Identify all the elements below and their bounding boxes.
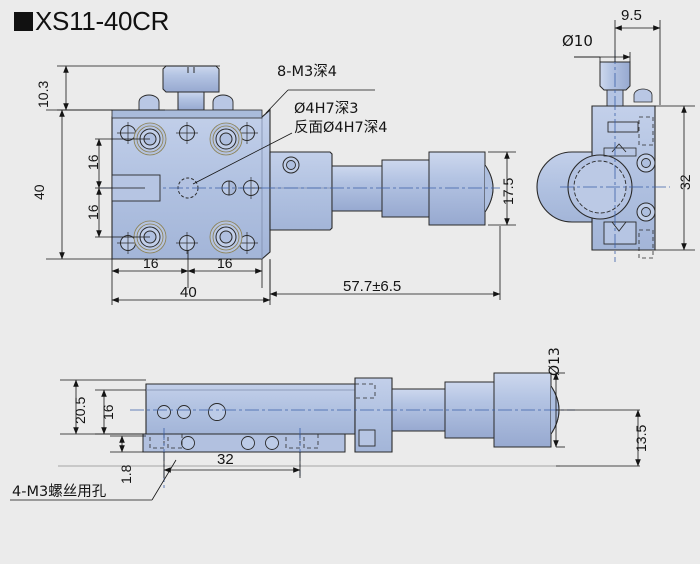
dim-front-hole-spacing: 32: [217, 451, 234, 468]
dim-front-base-thickness: 1.8: [118, 464, 134, 484]
top-view-geometry: [100, 65, 500, 260]
side-view-dimension-lines: [574, 20, 695, 251]
top-view-leader-lines: [192, 89, 375, 185]
dim-top-body-height: 17.5: [500, 177, 516, 205]
top-view-handle: [138, 65, 234, 111]
front-view-geometry: [58, 372, 575, 490]
dim-front-overall-height: 20.5: [72, 396, 88, 424]
front-view-dimension-lines: [10, 372, 641, 501]
dim-top-left-lower-16: 16: [85, 204, 101, 220]
note-dowel-back: 反面Ø4H7深4: [294, 120, 388, 136]
page-title: XS11-40CR: [14, 8, 169, 34]
dim-side-knob-offset: 9.5: [621, 7, 642, 24]
dim-top-overall-width: 40: [180, 284, 197, 301]
side-view-geometry: [536, 50, 670, 262]
note-screw-holes: 4-M3螺丝用孔: [12, 484, 107, 500]
dim-top-left-upper-16: 16: [85, 154, 101, 170]
note-thread: 8-M3深4: [277, 64, 337, 80]
title-marker-icon: [14, 11, 33, 31]
title-text: XS11-40CR: [35, 6, 170, 36]
dim-front-thimble-diameter: Ø13: [547, 347, 563, 376]
top-view-dimension-lines: [46, 65, 516, 305]
dim-front-axis-height: 13.5: [633, 424, 649, 452]
note-dowel-front: Ø4H7深3: [294, 101, 359, 117]
dim-side-body-width: 32: [677, 174, 693, 190]
dim-top-stroke-length: 57.7±6.5: [343, 278, 402, 295]
dim-top-bottom-left-16: 16: [143, 255, 159, 271]
top-view-micrometer: [100, 151, 500, 226]
top-view-carriage: [269, 151, 333, 231]
dim-top-height-offset: 10.3: [35, 80, 51, 108]
dim-top-overall-height: 40: [31, 184, 47, 200]
dim-top-bottom-right-16: 16: [217, 255, 233, 271]
dim-front-plate-height: 16: [100, 404, 116, 420]
dim-side-knob-diameter: Ø10: [562, 32, 593, 50]
